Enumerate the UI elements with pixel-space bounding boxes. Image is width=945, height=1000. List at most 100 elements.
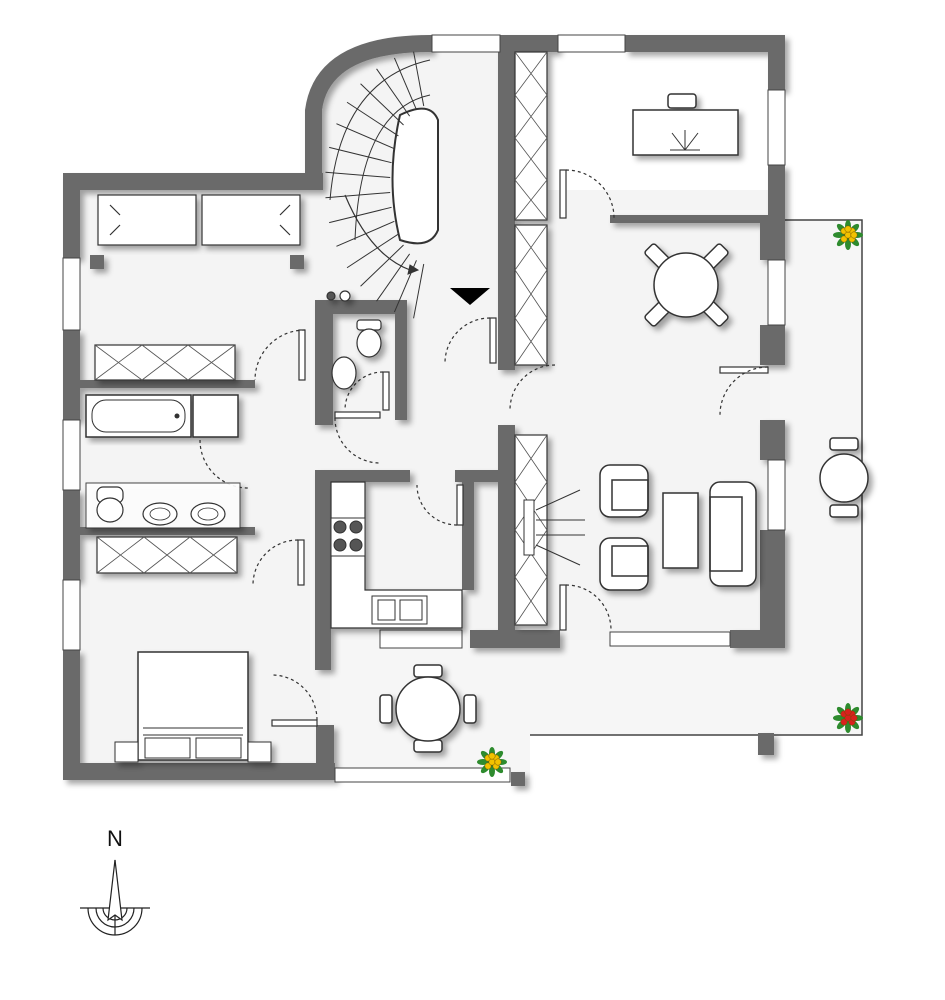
door-wc (382, 371, 390, 411)
door-terrace-bedroom (271, 719, 318, 727)
wall-east-1 (768, 35, 785, 90)
wall-south-living (730, 630, 785, 648)
plant-flower (844, 714, 852, 722)
wall-bath-south (80, 527, 255, 535)
wall-east-2 (768, 165, 785, 220)
living-furniture (599, 464, 757, 591)
study-desk (632, 93, 739, 156)
door-entrance (489, 317, 497, 364)
stair-step (376, 253, 411, 302)
door-hall (334, 411, 381, 419)
stair-step (325, 192, 391, 199)
cooktop (330, 517, 366, 557)
wall-wc-north (315, 300, 405, 314)
entrance-arrow-icon (450, 288, 490, 305)
wall-study-south (610, 215, 770, 223)
stair-step (329, 146, 392, 164)
compass-icon (80, 859, 150, 936)
plant-icon (477, 747, 507, 777)
door-bath (298, 329, 306, 381)
cabinets (94, 51, 548, 626)
stair-step (336, 123, 395, 150)
wall-terrace-post (758, 733, 774, 755)
wall-west-2 (63, 330, 80, 420)
wall-stub-2 (290, 255, 304, 269)
stair-step (376, 68, 411, 117)
staircase (325, 51, 439, 319)
stair-step (325, 171, 391, 178)
terrace-table-east (819, 437, 869, 518)
wardrobe-top (97, 194, 301, 246)
plant-flower (844, 231, 852, 239)
compass-north-label: N (107, 826, 123, 851)
wall-terrace-corner (511, 772, 525, 786)
stair-step (413, 51, 425, 107)
door-study (559, 169, 567, 219)
stair-well (391, 107, 439, 245)
tv-unit (523, 489, 585, 566)
wall-west-3 (63, 490, 80, 580)
plant-flower (488, 752, 496, 760)
wall-east-5 (760, 420, 785, 460)
bed (114, 651, 272, 763)
window-east-3 (767, 459, 786, 531)
window-west-1 (62, 257, 81, 331)
window-east-2 (767, 259, 786, 326)
wall-cabinet-divider (498, 425, 515, 640)
wall-bedroom-east (316, 725, 334, 780)
wall-wc-east (395, 300, 407, 420)
kitchen-sink (371, 595, 428, 625)
walls (63, 35, 785, 786)
plant-flower (844, 225, 852, 233)
plant-icon (833, 220, 863, 250)
wall-north-west (63, 173, 323, 190)
terrace-table (379, 664, 477, 753)
wc-fixtures (326, 290, 382, 390)
window-east-1 (767, 89, 786, 166)
wall-east-6 (760, 530, 785, 648)
wall-east-4 (760, 325, 785, 365)
stair-step (360, 244, 404, 287)
stair-step (329, 206, 392, 224)
wall-kitchen-west (315, 470, 331, 670)
window-south-living (609, 631, 731, 647)
window-south-kitchen (379, 629, 463, 649)
plant-icon (833, 703, 863, 733)
window-south-bedroom (334, 767, 511, 783)
window-west-2 (62, 419, 81, 491)
wall-south-west (63, 763, 335, 780)
stair-arrow-head (407, 264, 420, 275)
wall-west-1 (63, 173, 80, 258)
stair-step (346, 101, 399, 137)
wall-wc-west (315, 300, 333, 425)
wall-stub-1 (90, 255, 104, 269)
wall-bath-divider (80, 380, 255, 388)
wall-west-4 (63, 650, 80, 780)
window-north-2 (557, 34, 626, 53)
stair-step (393, 57, 417, 110)
plant-flower (844, 708, 852, 716)
cabinet-stair-north (514, 51, 548, 221)
armchair-1 (599, 464, 649, 518)
vanity (85, 482, 241, 529)
stair-step (346, 233, 399, 269)
plant-flower (850, 231, 858, 239)
coffee-table (662, 492, 699, 569)
wall-north-2 (625, 35, 785, 52)
wall-stub-3 (315, 640, 331, 670)
plant-flower (494, 758, 502, 766)
wall-east-3 (760, 220, 785, 260)
window-north-1 (431, 34, 501, 53)
stair-step (360, 83, 404, 126)
plant-flower (488, 758, 496, 766)
wall-kitchen-east (462, 470, 474, 590)
wall-kitchen-north (315, 470, 410, 482)
wall-stair-curve (305, 35, 432, 190)
window-west-3 (62, 579, 81, 651)
plant-flower (850, 714, 858, 722)
dining-table (644, 243, 729, 327)
wall-stair-east (498, 35, 515, 370)
stair-step (413, 263, 425, 319)
windows (62, 34, 786, 783)
